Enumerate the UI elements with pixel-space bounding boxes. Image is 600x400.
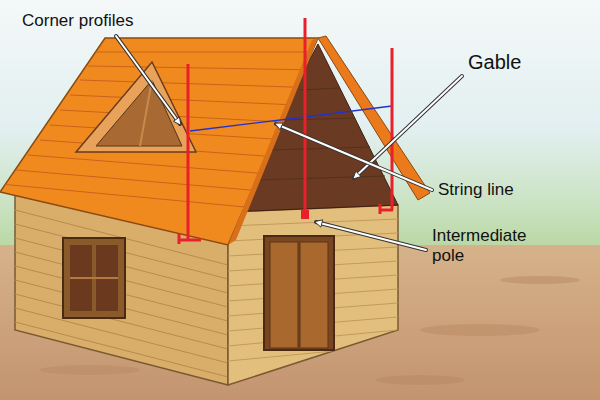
siding xyxy=(228,219,398,361)
roof-shingles xyxy=(0,52,320,214)
dormer-bar xyxy=(140,80,152,146)
string-line xyxy=(190,106,392,131)
window-bar xyxy=(70,277,118,279)
label-text: Gable xyxy=(468,50,521,74)
door-leaf xyxy=(270,242,298,348)
dormer xyxy=(76,62,196,152)
roof-verge xyxy=(318,36,430,200)
dormer-window xyxy=(96,80,182,146)
label-text: Corner profiles xyxy=(22,11,134,31)
pole-foot xyxy=(301,210,309,219)
door-frame xyxy=(264,236,334,350)
profile-poles xyxy=(178,18,393,244)
leader-lines xyxy=(116,36,462,250)
label-text: String line xyxy=(438,180,514,200)
gable-wall xyxy=(228,205,398,385)
door-leaf xyxy=(300,242,328,348)
window-frame xyxy=(63,238,125,318)
label-text: Intermediate pole xyxy=(432,226,552,267)
